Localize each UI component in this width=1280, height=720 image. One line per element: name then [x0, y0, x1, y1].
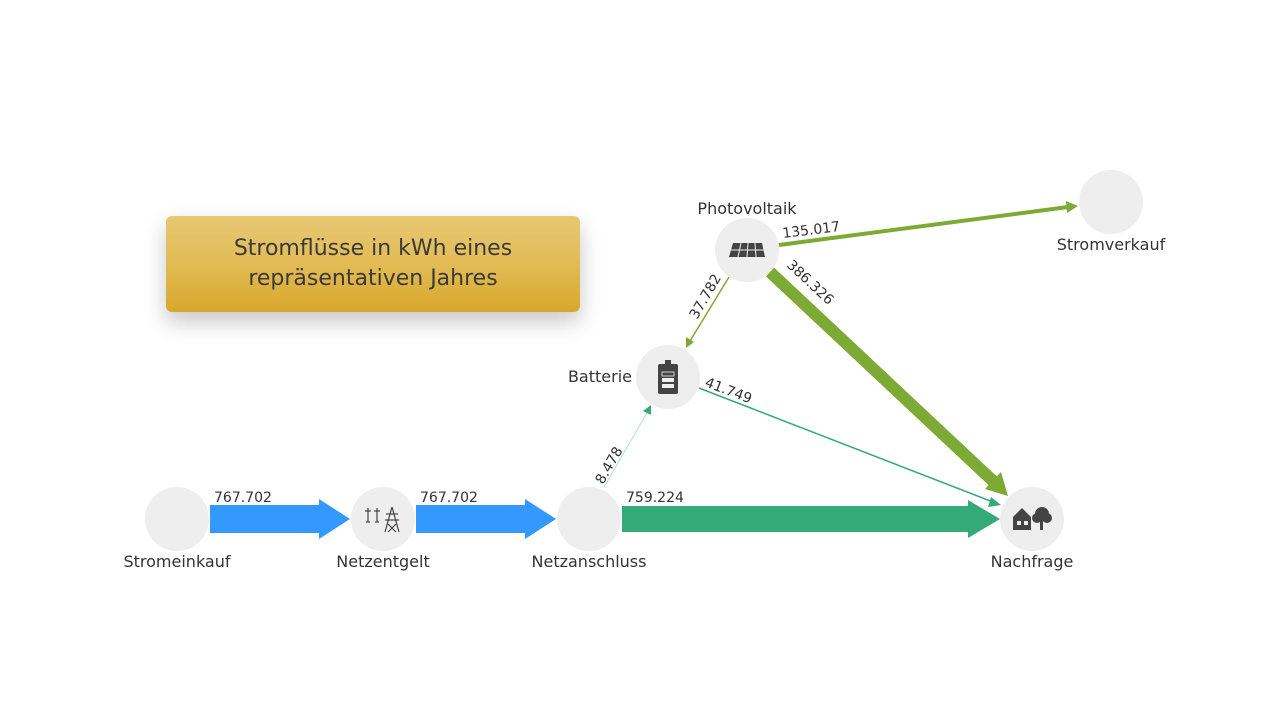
flow-value: 767.702: [214, 490, 272, 506]
flow-netzanschluss-batterie[interactable]: 8.478: [593, 405, 651, 488]
node-stromeinkauf[interactable]: [145, 487, 209, 551]
flow-einkauf-netzentgelt[interactable]: 767.702: [210, 490, 350, 539]
node-netzentgelt[interactable]: [351, 487, 415, 551]
node-stromverkauf[interactable]: [1079, 170, 1143, 234]
label-nachfrage: Nachfrage: [991, 552, 1074, 571]
label-netzanschluss: Netzanschluss: [532, 552, 647, 571]
flow-value: 767.702: [420, 490, 478, 506]
label-stromeinkauf: Stromeinkauf: [123, 552, 230, 571]
flow-value: 386.326: [783, 257, 836, 308]
flow-netzentgelt-netzanschluss[interactable]: 767.702: [416, 490, 556, 539]
flow-value: 135.017: [782, 219, 841, 242]
label-stromverkauf: Stromverkauf: [1057, 235, 1166, 254]
node-nachfrage[interactable]: [1000, 487, 1064, 551]
battery-icon: [658, 360, 678, 394]
flow-value: 41.749: [703, 375, 754, 407]
diagram-title: Stromflüsse in kWh eines repräsentativen…: [233, 236, 513, 291]
title-box: Stromflüsse in kWh eines repräsentativen…: [166, 216, 580, 312]
flow-value: 8.478: [593, 444, 627, 487]
flow-value: 759.224: [626, 490, 684, 506]
label-batterie: Batterie: [568, 367, 632, 386]
label-netzentgelt: Netzentgelt: [336, 552, 429, 571]
flow-pv-batterie[interactable]: 37.782: [686, 272, 730, 348]
flow-netzanschluss-nachfrage[interactable]: 759.224: [622, 490, 1000, 538]
power-pylon-icon: [365, 506, 400, 533]
node-netzanschluss[interactable]: [557, 487, 621, 551]
flow-pv-nachfrage[interactable]: 386.326: [765, 257, 1008, 496]
label-photovoltaik: Photovoltaik: [697, 199, 797, 218]
flow-pv-stromverkauf[interactable]: 135.017: [778, 201, 1078, 247]
house-tree-icon: [1013, 507, 1052, 530]
solar-panel-icon: [729, 242, 765, 258]
